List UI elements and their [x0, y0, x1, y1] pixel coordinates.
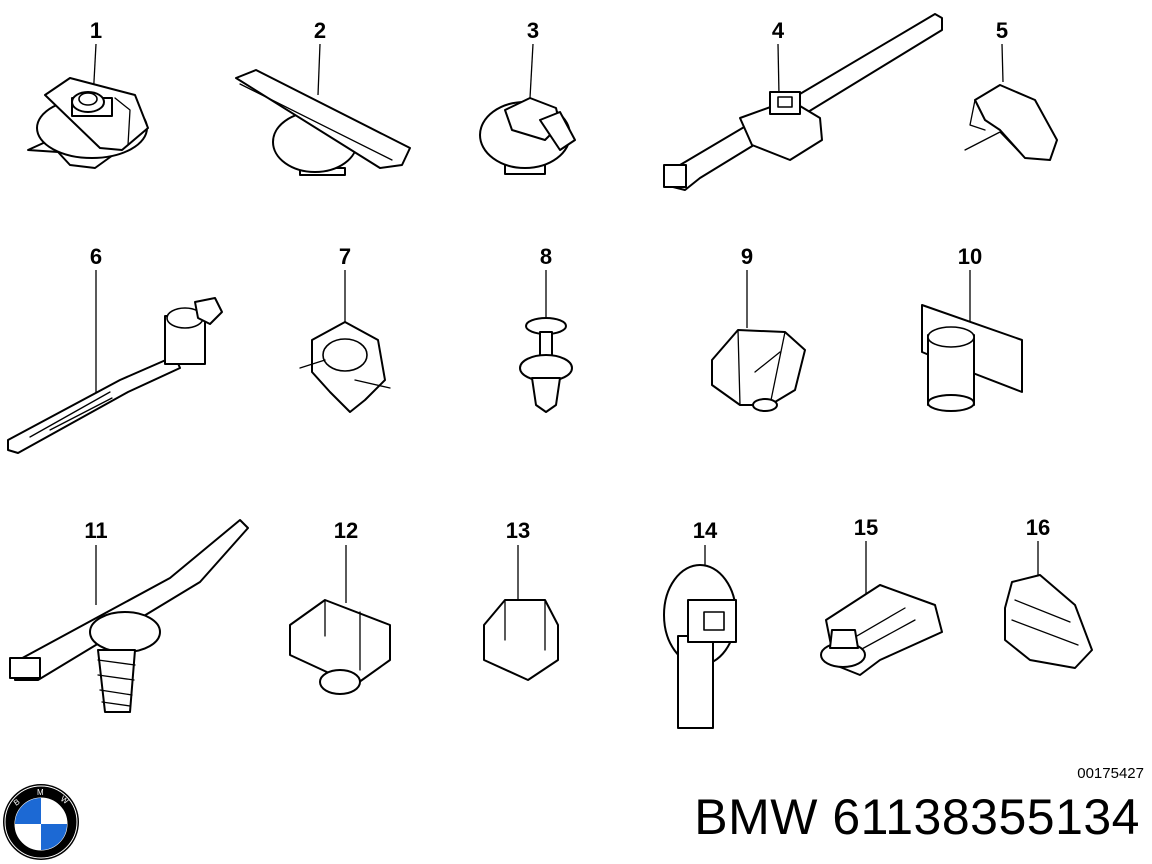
svg-text:B: B: [12, 797, 22, 807]
bmw-logo: B M W: [3, 784, 79, 860]
part-number-title: BMW 61138355134: [694, 789, 1140, 845]
part-7-clip: 7: [299, 244, 391, 413]
part-9-clip: 9: [711, 244, 806, 412]
bmw-logo-quadrant: [15, 798, 41, 824]
callout-11: 11: [84, 518, 107, 543]
part-3-clip: 3: [479, 18, 576, 175]
part-16-clip: 16: [1004, 515, 1093, 669]
part-11-anchor-tie: 11: [9, 518, 249, 713]
bmw-logo-quadrant: [41, 824, 67, 850]
callout-3: 3: [527, 18, 539, 43]
part-1-clip: 1: [27, 18, 149, 169]
callout-6: 6: [90, 244, 102, 269]
callout-15: 15: [854, 515, 878, 540]
callout-16: 16: [1026, 515, 1050, 540]
part-2-clip: 2: [235, 18, 411, 176]
part-8-rivet: 8: [519, 244, 573, 413]
callout-14: 14: [693, 518, 718, 543]
part-4-cable-tie: 4: [663, 13, 943, 191]
part-10-clip: 10: [921, 244, 1023, 412]
svg-text:W: W: [59, 794, 71, 806]
callout-1: 1: [90, 18, 102, 43]
callout-9: 9: [741, 244, 753, 269]
callout-8: 8: [540, 244, 552, 269]
callout-5: 5: [996, 18, 1008, 43]
callout-10: 10: [958, 244, 982, 269]
callout-4: 4: [772, 18, 785, 43]
callout-2: 2: [314, 18, 326, 43]
part-13-clip: 13: [483, 518, 559, 681]
part-15-nut-clip: 15: [820, 515, 943, 676]
callout-12: 12: [334, 518, 358, 543]
part-12-clip: 12: [289, 518, 391, 695]
part-6-strap: 6: [7, 244, 223, 454]
callout-13: 13: [506, 518, 530, 543]
document-code: 00175427: [1077, 765, 1144, 782]
callout-7: 7: [339, 244, 351, 269]
part-5-clip: 5: [964, 18, 1058, 161]
part-14-flag-clip: 14: [663, 518, 737, 729]
svg-text:M: M: [37, 788, 44, 797]
